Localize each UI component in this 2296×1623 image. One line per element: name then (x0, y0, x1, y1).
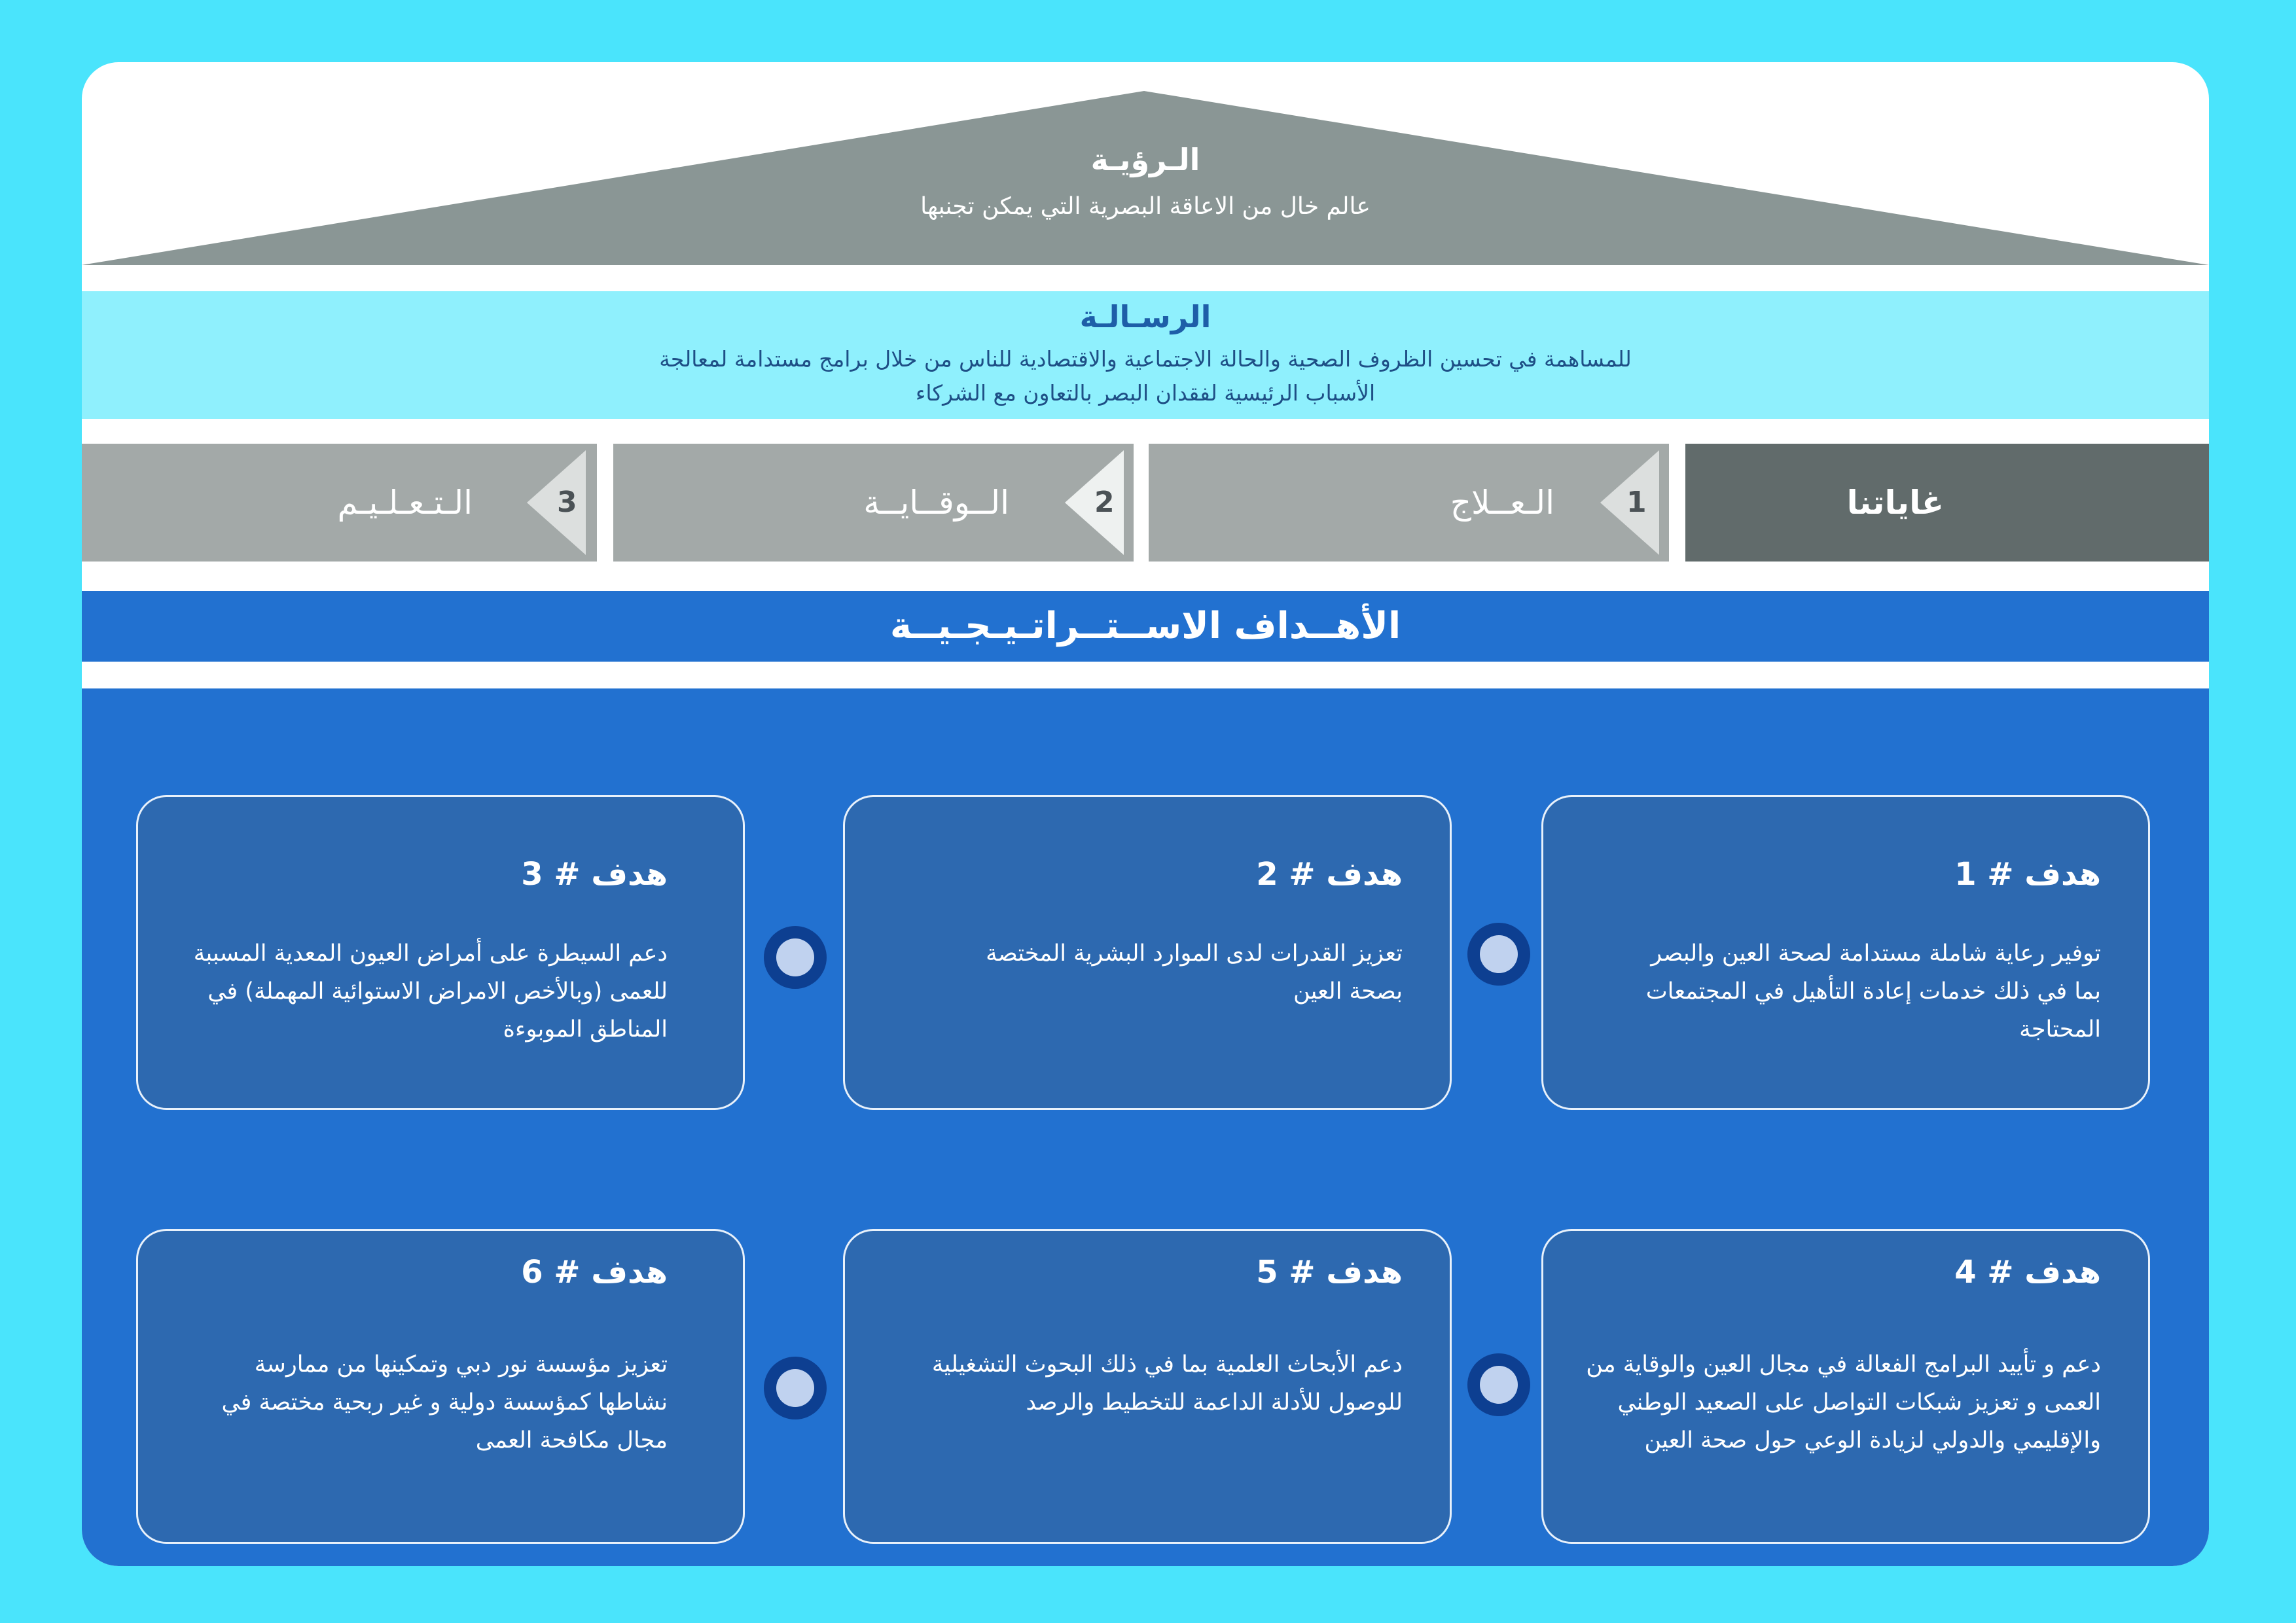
objective-card-4: هدف # 4 دعم و تأييد البرامج الفعالة في م… (1541, 1229, 2150, 1544)
objective-card-2: هدف # 2 تعزيز القدرات لدى الموارد البشري… (843, 795, 1452, 1110)
objective-5-text: دعم الأبحاث العلمية بما في ذلك البحوث ال… (931, 1351, 1403, 1416)
goal-3-label: الـتـعـلـيـم (337, 484, 473, 522)
strategic-objectives-title: الأهــداف الاســتــراتـيـجـيــة (82, 591, 2209, 662)
mission-line-1: للمساهمة في تحسين الظروف الصحية والحالة … (659, 346, 1632, 372)
goal-2-marker (1065, 450, 1124, 555)
objective-4-title: هدف # 4 (1954, 1254, 2101, 1291)
connector-dot (1467, 923, 1530, 986)
objective-2-text: تعزيز القدرات لدى الموارد البشرية المختص… (986, 940, 1403, 1005)
vision-title: الـرؤيـة (1090, 142, 1200, 177)
objective-4-text: دعم و تأييد البرامج الفعالة في مجال العي… (1586, 1351, 2101, 1454)
goal-3-number: 3 (557, 486, 577, 519)
connector-dot (764, 926, 827, 989)
mission-band: الرسـالـة للمساهمة في تحسين الظروف الصحي… (82, 291, 2209, 419)
strategy-house-panel: الـرؤيـة عالم خال من الاعاقة البصرية الت… (82, 62, 2209, 1566)
objective-5-title: هدف # 5 (1256, 1254, 1403, 1291)
objective-card-6: هدف # 6 تعزيز مؤسسة نور دبي وتمكينها من … (136, 1229, 745, 1544)
goal-1-marker (1600, 450, 1659, 555)
connector-dot (764, 1357, 827, 1419)
objective-1-text: توفير رعاية شاملة مستدامة لصحة العين وال… (1645, 940, 2101, 1043)
goals-header-label: غاياتنا (1846, 484, 1944, 522)
goal-3-marker (527, 450, 586, 555)
objective-6-title: هدف # 6 (521, 1254, 668, 1291)
objective-1-title: هدف # 1 (1954, 856, 2101, 893)
mission-line-2: الأسباب الرئيسية لفقدان البصر بالتعاون م… (915, 380, 1376, 406)
strategic-objectives-area: هدف # 1 توفير رعاية شاملة مستدامة لصحة ا… (82, 688, 2209, 1566)
goal-1-label: الـعــلاج (1450, 484, 1554, 522)
mission-title: الرسـالـة (1079, 299, 1211, 334)
goal-1-number: 1 (1626, 486, 1647, 519)
goal-prevention: 2 الــوقــايــة (613, 444, 1134, 562)
goal-treatment: 1 الـعــلاج (1149, 444, 1669, 562)
vision-text: عالم خال من الاعاقة البصرية التي يمكن تج… (920, 193, 1371, 220)
objective-3-text: دعم السيطرة على أمراض العيون المعدية الم… (193, 940, 668, 1043)
connector-dot (1467, 1353, 1530, 1416)
objective-card-5: هدف # 5 دعم الأبحاث العلمية بما في ذلك ا… (843, 1229, 1452, 1544)
objective-card-3: هدف # 3 دعم السيطرة على أمراض العيون الم… (136, 795, 745, 1110)
objective-3-title: هدف # 3 (521, 856, 668, 893)
objective-2-title: هدف # 2 (1256, 856, 1403, 893)
goal-2-label: الــوقــايــة (863, 484, 1009, 522)
objective-card-1: هدف # 1 توفير رعاية شاملة مستدامة لصحة ا… (1541, 795, 2150, 1110)
goal-2-number: 2 (1094, 486, 1115, 519)
objective-6-text: تعزيز مؤسسة نور دبي وتمكينها من ممارسة ن… (221, 1351, 668, 1454)
mission-text: للمساهمة في تحسين الظروف الصحية والحالة … (82, 342, 2209, 410)
vision-roof (82, 91, 2209, 265)
goals-header: غاياتنا (1685, 444, 2209, 562)
goal-education: 3 الـتـعـلـيـم (82, 444, 597, 562)
